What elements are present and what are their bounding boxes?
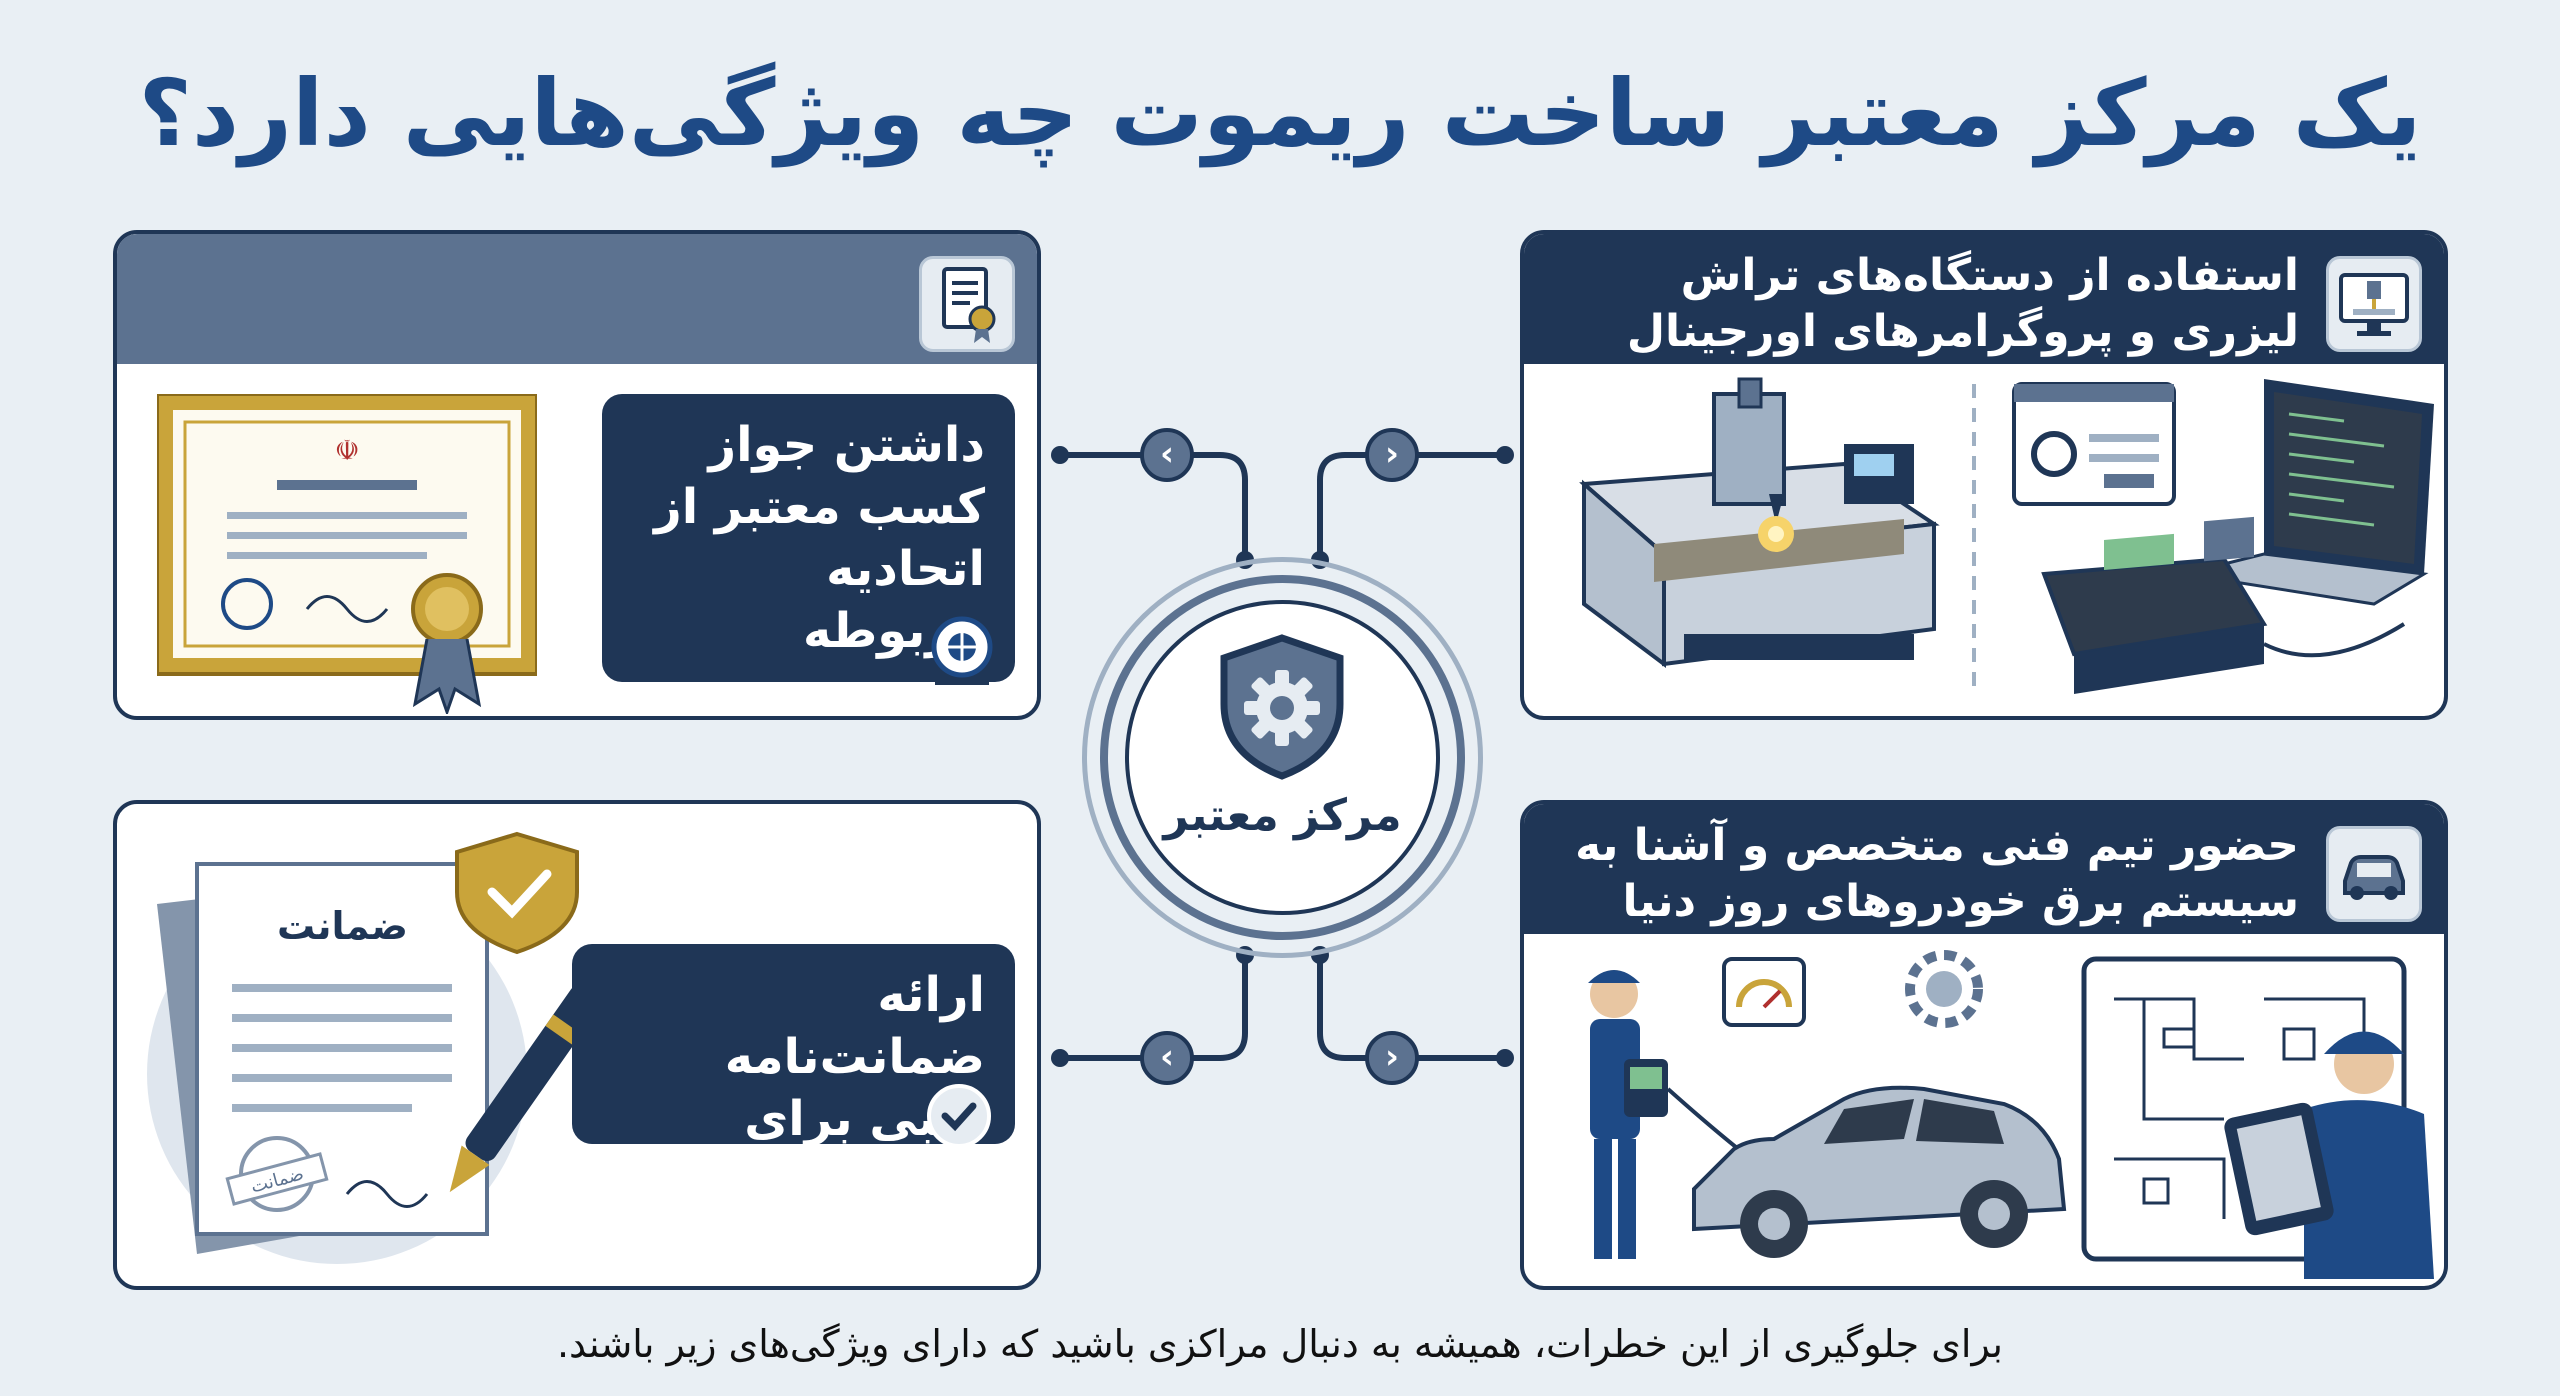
license-panel: ☫ داشتن جواز کسب معتبر از اتحادیه مربوطه [113, 230, 1041, 720]
hub-ring [1100, 575, 1465, 940]
warranty-document-title: ضمانت [277, 904, 408, 948]
team-header-text: حضور تیم فنی متخصص و آشنا به سیستم برق خ… [1575, 820, 2299, 927]
warranty-panel: ضمانت ضمانت ارائه ضمانت‌نامه کتبی برای ق… [113, 800, 1041, 1290]
arrow-left-icon: ‹ [1140, 428, 1194, 482]
team-panel: حضور تیم فنی متخصص و آشنا به سیستم برق خ… [1520, 800, 2448, 1290]
check-icon [927, 1084, 991, 1148]
union-logo [931, 616, 993, 685]
arrow-right-icon: › [1365, 428, 1419, 482]
page-title: یک مرکز معتبر ساخت ریموت چه ویژگی‌هایی د… [138, 60, 2422, 167]
shield-gear-icon [1220, 634, 1344, 780]
technicians-diagnosing-car [1588, 950, 2434, 1279]
car-icon [2326, 826, 2422, 922]
machines-header-text: استفاده از دستگاه‌های تراش لیزری و پروگر… [1626, 250, 2299, 357]
team-panel-header: حضور تیم فنی متخصص و آشنا به سیستم برق خ… [1524, 804, 2444, 934]
machines-panel: استفاده از دستگاه‌های تراش لیزری و پروگر… [1520, 230, 2448, 720]
hub-outer-ring [1082, 557, 1483, 958]
license-panel-header [117, 234, 1037, 364]
machines-panel-header: استفاده از دستگاه‌های تراش لیزری و پروگر… [1524, 234, 2444, 364]
arrow-left-icon: ‹ [1140, 1031, 1194, 1085]
arrow-right-icon: › [1365, 1031, 1419, 1085]
monitor-cnc-icon [2326, 256, 2422, 352]
laser-cutter-and-programmer [1579, 377, 2434, 694]
framed-license-certificate: ☫ [157, 394, 537, 714]
warranty-document-with-pen: ضمانت ضمانت [147, 831, 601, 1264]
footer-caption: برای جلوگیری از این خطرات، همیشه به دنبا… [556, 1322, 2004, 1366]
svg-text:☫: ☫ [334, 434, 359, 467]
hub-label: مرکز معتبر [1163, 790, 1402, 841]
certificate-icon [919, 256, 1015, 352]
